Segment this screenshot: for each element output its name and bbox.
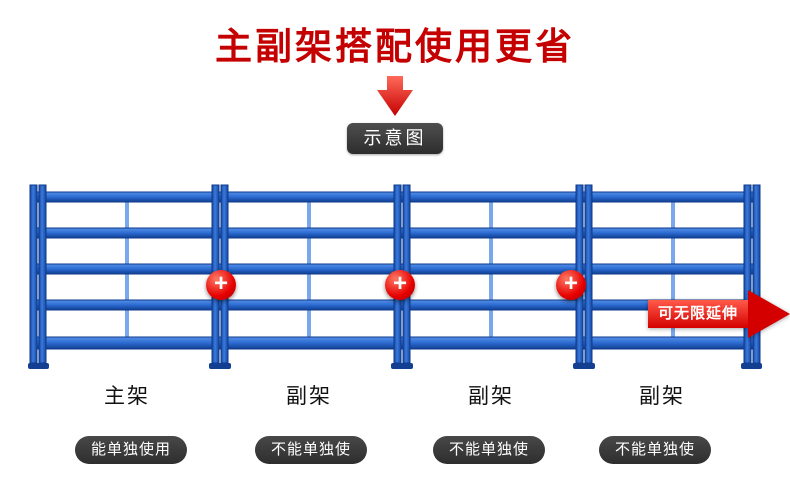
usage-badge: 不能单独使 bbox=[598, 436, 712, 464]
rack-label-main: 主架 bbox=[104, 385, 150, 408]
plus-icon: + bbox=[206, 270, 236, 300]
rack-label-sub: 副架 bbox=[639, 385, 685, 408]
schematic-badge: 示意图 bbox=[347, 123, 443, 154]
usage-badge: 不能单独使 bbox=[432, 436, 546, 464]
down-arrow-icon bbox=[371, 76, 419, 118]
down-arrow-svg bbox=[377, 76, 413, 116]
usage-badge: 不能单独使 bbox=[254, 436, 368, 464]
extend-label: 可无限延伸 bbox=[648, 300, 748, 328]
rack-label-sub: 副架 bbox=[286, 385, 332, 408]
rack-svg bbox=[28, 184, 762, 369]
plus-icon: + bbox=[556, 270, 586, 300]
page-title: 主副架搭配使用更省 bbox=[215, 26, 575, 67]
extend-arrow-icon: 可无限延伸 bbox=[648, 290, 790, 338]
extend-arrow-head bbox=[748, 290, 790, 338]
rack-illustration bbox=[28, 182, 762, 380]
usage-badge: 能单独使用 bbox=[74, 436, 188, 464]
rack-label-sub: 副架 bbox=[468, 385, 514, 408]
rack-feet bbox=[28, 363, 762, 369]
plus-icon: + bbox=[385, 270, 415, 300]
